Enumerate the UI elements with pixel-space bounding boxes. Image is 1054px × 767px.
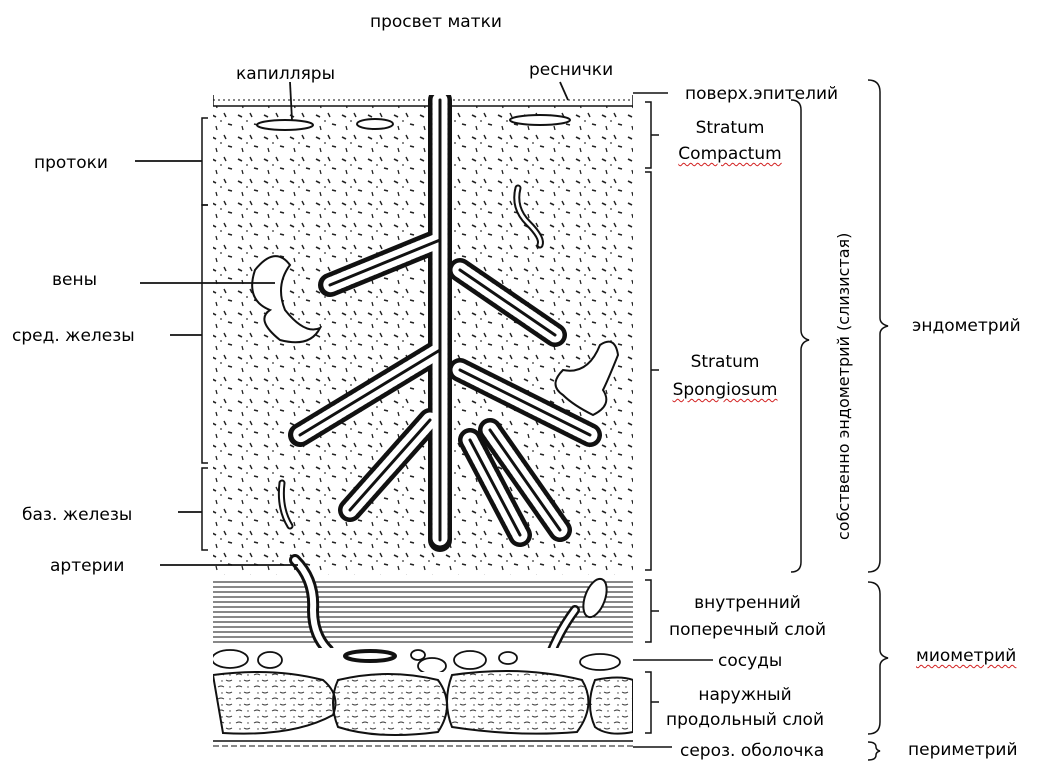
capillary bbox=[257, 120, 313, 130]
uterine-lumen-label: просвет матки bbox=[370, 12, 502, 32]
muscle-bundles bbox=[213, 671, 633, 735]
cilia-label: реснички bbox=[529, 60, 613, 80]
stratum-spongiosum-word: Spongiosum bbox=[673, 380, 778, 400]
left-brackets bbox=[202, 118, 208, 550]
serosa-label: сероз. оболочка bbox=[680, 741, 824, 761]
endometrium-proper-label: собственно эндометрий (слизистая) bbox=[834, 233, 853, 540]
surface-epithelium-label: поверх.эпителий bbox=[685, 84, 838, 104]
endometrium-label: эндометрий bbox=[912, 316, 1021, 336]
vessels-label: сосуды bbox=[718, 651, 782, 671]
endometrium-stroma bbox=[213, 105, 633, 575]
inner-layer-label-line1: внутренний bbox=[665, 593, 830, 613]
stratum-compactum-label-line1: Stratum bbox=[665, 118, 795, 138]
perimetrium-label: периметрий bbox=[908, 740, 1018, 760]
capillary bbox=[357, 119, 393, 129]
outer-layer-label-line2: продольный слой bbox=[665, 710, 825, 730]
myometrium-word: миометрий bbox=[916, 646, 1016, 666]
arteries-label: артерии bbox=[50, 556, 124, 576]
ducts-label: протоки bbox=[34, 153, 108, 173]
capillaries-label: капилляры bbox=[236, 64, 335, 84]
middle-glands-label: сред. железы bbox=[12, 326, 135, 346]
serosa bbox=[213, 737, 633, 750]
stratum-compactum-word: Compactum bbox=[678, 144, 781, 164]
outer-layer-label-line1: наружный bbox=[665, 685, 825, 705]
basal-glands-label: баз. железы bbox=[22, 505, 132, 525]
stratum-spongiosum-label-line1: Stratum bbox=[660, 352, 790, 372]
capillary bbox=[510, 115, 570, 125]
stratum-compactum-label-line2: Compactum bbox=[665, 144, 795, 164]
myometrium-label: миометрий bbox=[916, 646, 1016, 666]
inner-layer-label-line2: поперечный слой bbox=[665, 620, 830, 640]
stratum-spongiosum-label-line2: Spongiosum bbox=[660, 380, 790, 400]
veins-label: вены bbox=[52, 270, 97, 290]
